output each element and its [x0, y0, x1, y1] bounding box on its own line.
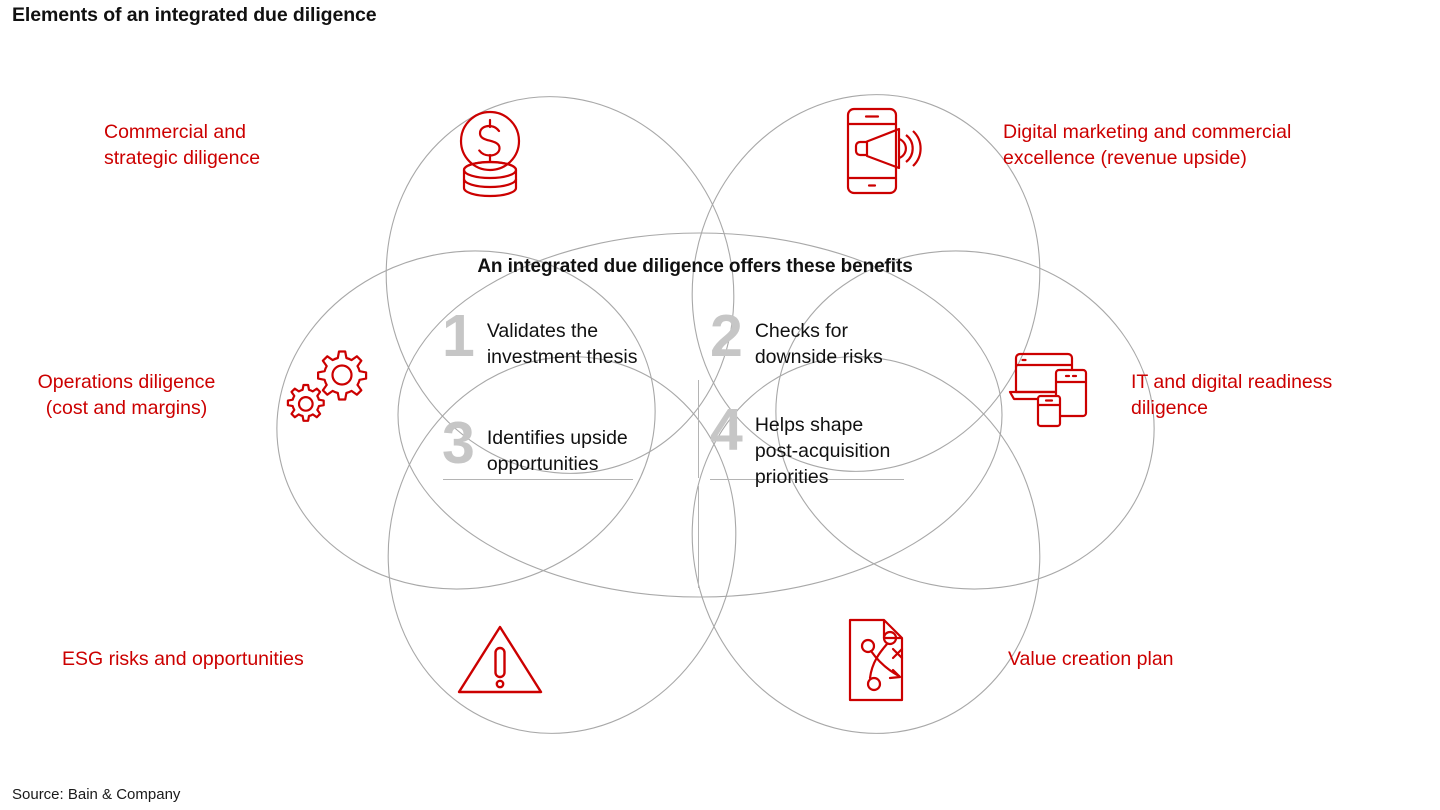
petal-circle-commercial — [385, 96, 735, 474]
benefit-number-2: 2 — [710, 303, 743, 369]
benefit-text-4: Helps shape post-acquisition priorities — [754, 414, 891, 488]
petal-label-operations: Operations diligence (cost and margins) — [37, 371, 216, 419]
petal-circle-value-creation — [691, 356, 1041, 734]
benefit-item-1: 1 Validates the investment thesis — [442, 307, 702, 371]
benefit-number-1: 1 — [442, 303, 475, 369]
grid-divider-vertical-bottom — [698, 486, 699, 588]
petal-circle-operations — [276, 250, 656, 590]
grid-divider-horizontal-left — [443, 479, 633, 480]
benefit-text-2: Checks for downside risks — [754, 320, 883, 368]
petal-label-commercial: Commercial and strategic diligence — [104, 121, 261, 169]
benefit-text-3: Identifies upside opportunities — [486, 427, 628, 475]
petal-label-it-readiness: IT and digital readiness diligence — [1131, 371, 1333, 419]
petal-circle-digital-marketing — [691, 94, 1041, 472]
strategy-document-icon — [836, 616, 916, 709]
petal-circle-it-readiness — [775, 250, 1155, 590]
warning-triangle-icon — [456, 622, 544, 703]
center-heading: An integrated due diligence offers these… — [477, 256, 913, 277]
benefit-item-4: 4 Helps shape post-acquisition prioritie… — [710, 401, 980, 491]
gears-icon — [283, 343, 375, 432]
petal-circle-esg — [387, 356, 737, 734]
center-ellipse — [397, 232, 1003, 598]
mobile-megaphone-icon — [836, 104, 930, 203]
page-title: Elements of an integrated due diligence — [12, 4, 377, 26]
coin-stack-dollar-icon — [447, 108, 533, 205]
benefit-number-4: 4 — [710, 397, 743, 463]
petal-label-esg: ESG risks and opportunities — [62, 648, 304, 670]
petal-label-value-creation: Value creation plan — [1008, 648, 1174, 670]
center-benefits-panel: An integrated due diligence offers these… — [400, 256, 990, 588]
benefit-item-3: 3 Identifies upside opportunities — [442, 414, 702, 478]
benefit-item-2: 2 Checks for downside risks — [710, 307, 980, 371]
grid-divider-vertical-top — [698, 380, 699, 478]
petal-label-digital-marketing: Digital marketing and commercial excelle… — [1003, 121, 1292, 169]
grid-divider-horizontal-right — [710, 479, 904, 480]
devices-icon — [1008, 352, 1090, 433]
benefit-grid: 1 Validates the investment thesis 2 Chec… — [400, 307, 990, 588]
benefit-number-3: 3 — [442, 410, 475, 476]
benefit-text-1: Validates the investment thesis — [486, 320, 638, 368]
source-note: Source: Bain & Company — [12, 786, 181, 803]
